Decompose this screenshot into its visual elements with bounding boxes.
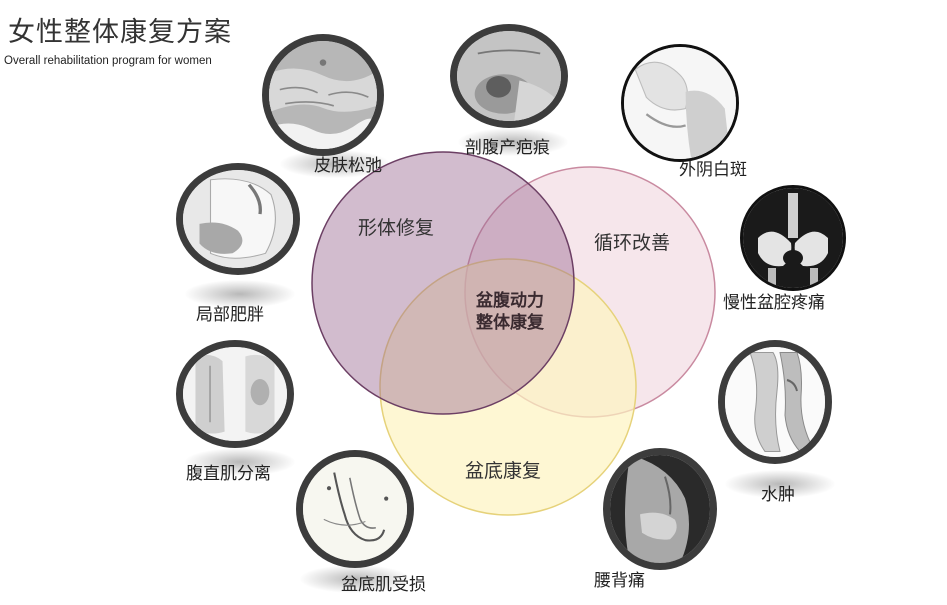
- caption-c-section-scar: 剖腹产疤痕: [465, 138, 550, 158]
- caption-pelvic-floor-damage: 盆底肌受损: [341, 575, 426, 595]
- venn-circle-bottom: [379, 258, 637, 516]
- venn-label-body-shape: 形体修复: [358, 217, 435, 239]
- pelvic-floor-damage-photo: [296, 450, 414, 568]
- c-section-scar-photo: [450, 24, 568, 128]
- page-title: 女性整体康复方案: [8, 17, 232, 48]
- diastasis-recti-photo: [176, 340, 294, 448]
- caption-local-obesity: 局部肥胖: [196, 305, 264, 325]
- venn-circle-top-left: [311, 151, 575, 415]
- caption-back-pain: 腰背痛: [594, 571, 645, 591]
- caption-diastasis-recti: 腹直肌分离: [186, 464, 271, 484]
- vulvar-leukoplakia-photo: [621, 44, 739, 162]
- caption-edema: 水肿: [761, 485, 795, 505]
- page-subtitle: Overall rehabilitation program for women: [4, 55, 212, 67]
- caption-pelvic-pain: 慢性盆腔疼痛: [723, 293, 825, 313]
- venn-label-center: 盆腹动力 整体康复: [476, 290, 544, 334]
- edema-photo: [718, 340, 832, 464]
- local-obesity-photo: [176, 163, 300, 275]
- caption-vulvar-leukoplakia: 外阴白斑: [679, 160, 747, 180]
- back-pain-photo: [603, 448, 717, 570]
- caption-loose-skin: 皮肤松弛: [314, 156, 382, 176]
- venn-center-line2: 整体康复: [476, 313, 544, 333]
- pelvic-pain-photo: [740, 185, 846, 291]
- loose-skin-photo: [262, 34, 384, 156]
- venn-label-circulation: 循环改善: [594, 232, 671, 254]
- venn-label-pelvic-floor: 盆底康复: [465, 460, 542, 482]
- venn-center-line1: 盆腹动力: [476, 291, 544, 311]
